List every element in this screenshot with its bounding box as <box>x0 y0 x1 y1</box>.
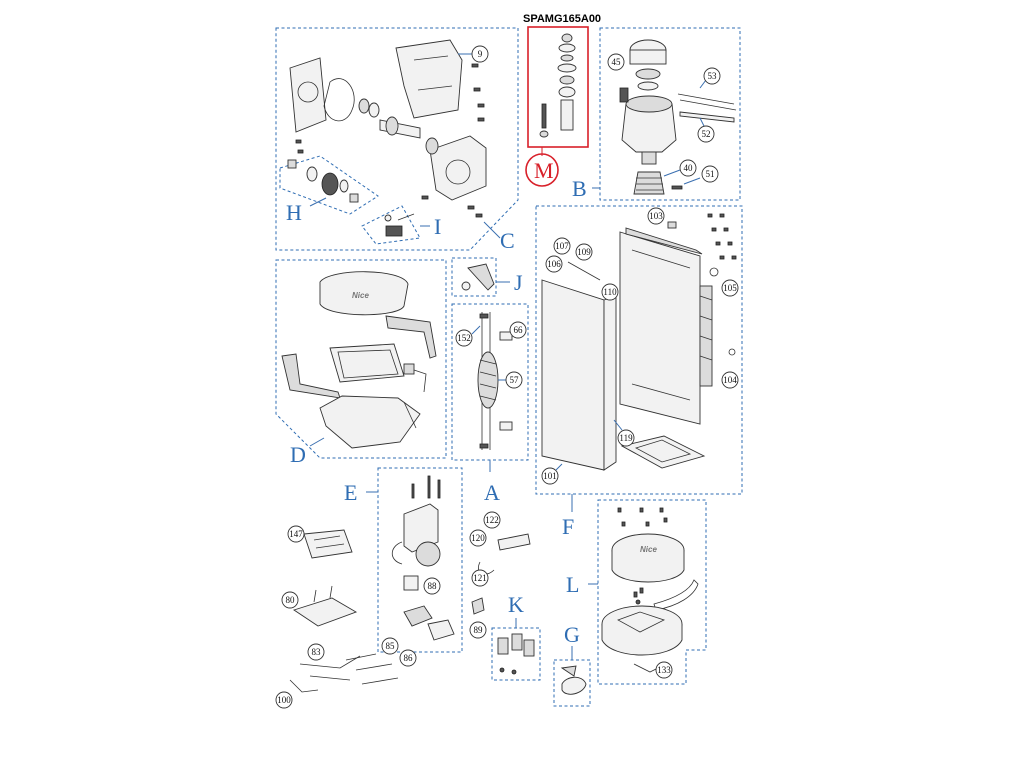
svg-text:109: 109 <box>577 247 591 257</box>
svg-text:45: 45 <box>612 57 622 67</box>
callout-105: 105 <box>721 279 739 297</box>
svg-text:121: 121 <box>473 573 487 583</box>
callout-103: 103 <box>647 207 665 225</box>
svg-text:57: 57 <box>510 375 520 385</box>
label-k: K <box>508 592 524 617</box>
callout-106: 106 <box>545 255 563 273</box>
svg-text:66: 66 <box>514 325 524 335</box>
svg-text:122: 122 <box>485 515 499 525</box>
svg-text:9: 9 <box>478 49 483 59</box>
callout-120: 120 <box>469 529 487 547</box>
callout-40: 40 <box>663 159 697 177</box>
svg-text:107: 107 <box>555 241 569 251</box>
group-c <box>275 27 519 251</box>
label-l: L <box>566 572 579 597</box>
group-b <box>599 27 741 201</box>
svg-text:133: 133 <box>657 665 671 675</box>
callout-110: 110 <box>601 283 619 301</box>
callout-109: 109 <box>575 243 593 261</box>
svg-text:86: 86 <box>404 653 414 663</box>
group-g <box>553 659 591 707</box>
callout-53: 53 <box>699 67 721 89</box>
svg-text:100: 100 <box>277 695 291 705</box>
callout-152: 152 <box>455 325 481 347</box>
svg-text:51: 51 <box>706 169 715 179</box>
svg-text:104: 104 <box>723 375 737 385</box>
callout-88: 88 <box>423 577 441 595</box>
callout-85: 85 <box>381 637 399 655</box>
group-d: Nice <box>275 259 447 459</box>
callout-100: 100 <box>275 691 293 709</box>
callout-89: 89 <box>469 621 487 639</box>
svg-text:106: 106 <box>547 259 561 269</box>
group-e <box>377 467 463 653</box>
svg-text:80: 80 <box>286 595 296 605</box>
part-cables <box>289 653 399 693</box>
callout-9: 9 <box>458 45 489 63</box>
svg-text:53: 53 <box>708 71 718 81</box>
callout-104: 104 <box>721 371 739 389</box>
group-j <box>451 257 497 297</box>
label-e: E <box>344 480 357 505</box>
callout-51: 51 <box>683 165 719 185</box>
svg-text:105: 105 <box>723 283 737 293</box>
label-a: A <box>484 480 500 505</box>
label-f: F <box>562 514 574 539</box>
part-sensor-120-122 <box>471 533 531 615</box>
svg-text:119: 119 <box>619 433 633 443</box>
label-d: D <box>290 442 306 467</box>
label-i: I <box>434 214 441 239</box>
callout-101: 101 <box>541 463 563 485</box>
callout-83: 83 <box>307 643 325 661</box>
svg-text:103: 103 <box>649 211 663 221</box>
group-h <box>279 155 379 215</box>
svg-text:110: 110 <box>603 287 617 297</box>
part-code: SPAMG165A00 <box>523 13 601 25</box>
callout-107: 107 <box>553 237 571 255</box>
logo-base: Nice <box>640 545 657 554</box>
callout-121: 121 <box>471 569 489 587</box>
group-f <box>535 205 743 495</box>
label-h: H <box>286 200 302 225</box>
label-m-circle <box>525 153 559 187</box>
callout-122: 122 <box>483 511 501 529</box>
svg-text:152: 152 <box>457 333 471 343</box>
svg-text:52: 52 <box>702 129 711 139</box>
svg-text:120: 120 <box>471 533 485 543</box>
callout-80: 80 <box>281 591 299 609</box>
svg-text:40: 40 <box>684 163 694 173</box>
svg-text:85: 85 <box>386 641 396 651</box>
callout-57: 57 <box>498 371 523 389</box>
callout-119: 119 <box>613 419 635 447</box>
callout-147: 147 <box>287 525 305 543</box>
group-l: Nice <box>597 499 707 685</box>
svg-text:147: 147 <box>289 529 303 539</box>
label-j: J <box>514 270 523 295</box>
svg-text:83: 83 <box>312 647 322 657</box>
svg-text:89: 89 <box>474 625 484 635</box>
callout-52: 52 <box>697 117 715 143</box>
group-k <box>491 627 541 681</box>
svg-text:101: 101 <box>543 471 557 481</box>
logo-cover: Nice <box>352 291 369 300</box>
part-bracket-80 <box>292 585 358 627</box>
callout-66: 66 <box>509 321 527 339</box>
group-m <box>527 26 589 148</box>
label-b: B <box>572 176 587 201</box>
part-board-147 <box>303 529 353 559</box>
callout-133: 133 <box>655 661 673 679</box>
svg-text:88: 88 <box>428 581 438 591</box>
label-g: G <box>564 622 580 647</box>
label-m: M <box>534 158 554 183</box>
callout-86: 86 <box>399 649 417 667</box>
callout-45: 45 <box>607 53 625 71</box>
group-a <box>451 303 529 461</box>
label-c: C <box>500 228 515 253</box>
group-i <box>361 205 421 245</box>
